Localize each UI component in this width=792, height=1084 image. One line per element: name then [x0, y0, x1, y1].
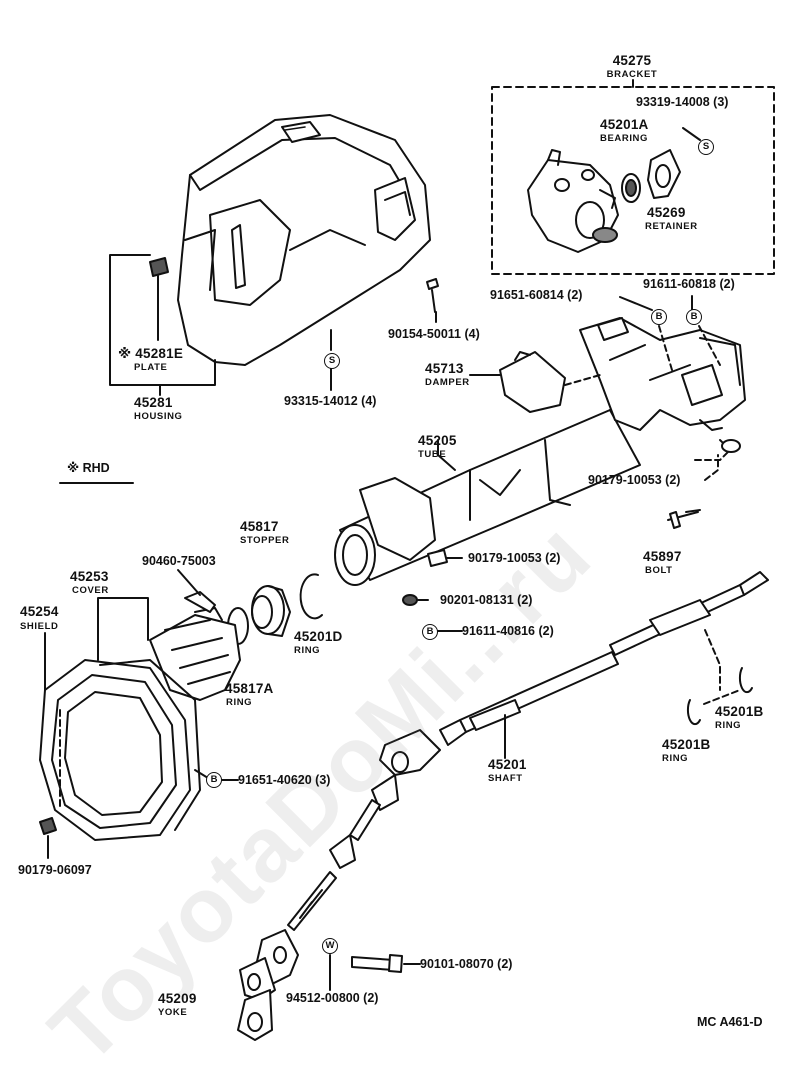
part-code-90179-10053-upper: 90179-10053 (2): [588, 473, 681, 487]
nut-90201-drawing: [402, 594, 429, 606]
housing-bracket-lines: [109, 254, 216, 396]
symbol-w-icon: W: [322, 938, 338, 954]
snap-rings-45201b-drawing: [686, 629, 753, 726]
main-shaft-drawing: [439, 571, 769, 746]
part-name-bracket: BRACKET: [606, 69, 658, 80]
symbol-s-icon: S: [324, 353, 340, 369]
part-name-tube: TUBE: [418, 449, 447, 460]
leader-45205: [437, 439, 456, 471]
part-number-45253: 45253: [70, 569, 109, 584]
part-number-45281: 45281: [134, 395, 173, 410]
part-code-90179-10053-lower: 90179-10053 (2): [468, 551, 561, 565]
part-number-45201d: 45201D: [294, 629, 343, 644]
part-name-stopper: STOPPER: [240, 535, 290, 546]
symbol-b-icon: B: [651, 309, 667, 325]
cover-bracket-lines: [44, 597, 149, 811]
part-name-ring-b-right: RING: [715, 720, 742, 731]
part-code-90101: 90101-08070 (2): [420, 957, 513, 971]
part-name-housing: HOUSING: [134, 411, 183, 422]
column-housing-drawing: [149, 114, 431, 366]
part-number-45275: 45275: [612, 53, 652, 68]
part-code-93315: 93315-14012 (4): [284, 394, 377, 408]
part-number-45269: 45269: [647, 205, 686, 220]
nut-90179-06097-drawing: [39, 817, 57, 859]
bolt-90101-drawing: [351, 954, 421, 973]
column-tube-drawing: [334, 399, 641, 586]
part-name-damper: DAMPER: [425, 377, 470, 388]
part-code-90154: 90154-50011 (4): [388, 327, 480, 341]
stopper-drawing: [251, 585, 291, 637]
symbol-b-icon: B: [686, 309, 702, 325]
symbol-s-icon: S: [698, 139, 714, 155]
part-name-ring-d: RING: [294, 645, 321, 656]
bolt-45897-drawing: [667, 509, 701, 529]
retainer-drawing: [647, 149, 681, 199]
damper-drawing: [469, 351, 601, 413]
upper-leaders: [619, 295, 741, 461]
leader-93319: [682, 127, 701, 141]
yoke-drawing: [237, 929, 299, 1041]
part-name-bearing: BEARING: [600, 133, 649, 144]
part-number-45201b-right: 45201B: [715, 704, 764, 719]
part-code-91651-60814: 91651-60814 (2): [490, 288, 583, 302]
ring-45201d-drawing: [299, 573, 323, 620]
part-code-91651-40620: 91651-40620 (3): [238, 773, 331, 787]
symbol-b-icon: B: [422, 624, 438, 640]
part-name-shield: SHIELD: [20, 621, 59, 632]
part-number-45281e: ※ 45281E: [118, 346, 184, 361]
part-code-90179-06097: 90179-06097: [18, 863, 92, 877]
part-code-90201: 90201-08131 (2): [440, 593, 533, 607]
symbol-b-icon: B: [206, 772, 222, 788]
part-name-ring-b-left: RING: [662, 753, 689, 764]
intermediate-shaft-drawing: [287, 871, 337, 931]
part-number-45817: 45817: [240, 519, 279, 534]
upper-bracket-drawing: [579, 317, 746, 431]
part-name-ring-a: RING: [226, 697, 253, 708]
screw-90460-drawing: [177, 569, 216, 613]
part-number-45201: 45201: [488, 757, 527, 772]
part-number-45201b-left: 45201B: [662, 737, 711, 752]
part-number-45897: 45897: [643, 549, 682, 564]
part-number-45817a: 45817A: [225, 681, 274, 696]
bracket-group-box: [491, 79, 775, 275]
universal-joint-upper-drawing: [329, 729, 441, 869]
part-name-yoke: YOKE: [158, 1007, 188, 1018]
part-name-cover: COVER: [72, 585, 109, 596]
part-name-bolt: BOLT: [645, 565, 673, 576]
part-number-45209: 45209: [158, 991, 197, 1006]
bracket-casting-drawing: [527, 149, 619, 253]
part-name-shaft: SHAFT: [488, 773, 523, 784]
part-number-45205: 45205: [418, 433, 457, 448]
leader-91651-40620b: [194, 769, 209, 779]
part-name-retainer: RETAINER: [645, 221, 698, 232]
leader-bolt: [704, 454, 719, 481]
part-number-45713: 45713: [425, 361, 464, 376]
part-code-90460: 90460-75003: [142, 554, 216, 568]
part-code-94512: 94512-00800 (2): [286, 991, 379, 1005]
nut-90179-10053-drawing: [427, 549, 463, 567]
part-code-91611-60818: 91611-60818 (2): [643, 277, 735, 291]
screw-90154-drawing: [426, 278, 439, 323]
shield-plate-drawing: [39, 659, 201, 841]
part-code-93319: 93319-14008 (3): [636, 95, 729, 109]
part-code-91611-40816: 91611-40816 (2): [462, 624, 554, 638]
part-number-45201a: 45201A: [600, 117, 649, 132]
bearing-drawing: [621, 173, 641, 203]
part-name-plate: PLATE: [134, 362, 168, 373]
part-number-45254: 45254: [20, 604, 59, 619]
rhd-note: ※ RHD: [67, 461, 110, 475]
figure-code: MC A461-D: [697, 1015, 763, 1029]
